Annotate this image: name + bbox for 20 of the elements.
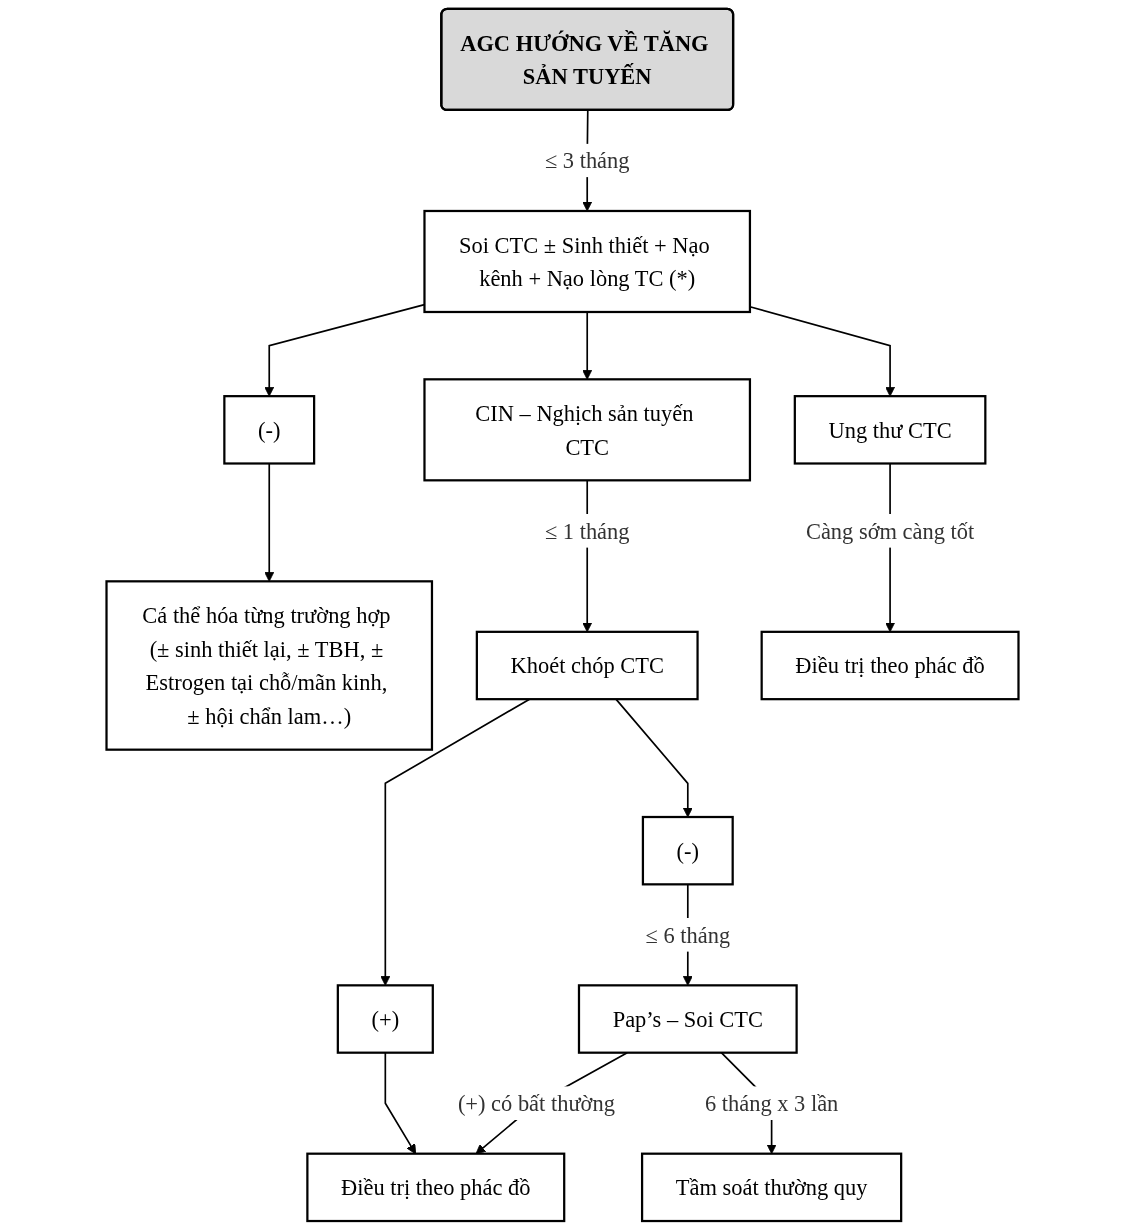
node-box: (-) (641, 815, 734, 886)
edge-label: ≤ 6 tháng (645, 922, 731, 948)
arrow (749, 305, 895, 397)
node-box: Pap’s – Soi CTC (577, 984, 798, 1054)
node-box: Tầm soát thường quy (640, 1152, 903, 1223)
node-box: (+) (336, 984, 434, 1054)
node-box: CIN – Nghịch sản tuyến CTC (423, 378, 752, 482)
node-box: Điều trị theo phác đồ (306, 1152, 566, 1223)
edge-label: ≤ 3 tháng (544, 148, 630, 173)
edge-label: ≤ 1 tháng (544, 518, 630, 544)
node-box: Cá thể hóa từng trường hợp (± sinh thiết lại, ± TBH, ± Estrogen tại chỗ/mãn kinh, ± hội chẩn lam…) (105, 580, 434, 751)
node-box: Điều trị theo phác đồ (760, 630, 1020, 701)
node-box: (-) (223, 395, 316, 465)
edge-label: 6 tháng x 3 lần (704, 1090, 839, 1116)
node-box: Khoét chóp CTC (475, 630, 699, 701)
edge-label: Càng sớm càng tốt (805, 518, 975, 544)
node-box: Soi CTC ± Sinh thiết + Nạo kênh + Nạo lòng TC (*) (423, 209, 752, 314)
edge-label: (+) có bất thường (457, 1090, 615, 1116)
node-box: Ung thư CTC (793, 395, 987, 465)
arrow (582, 311, 593, 380)
